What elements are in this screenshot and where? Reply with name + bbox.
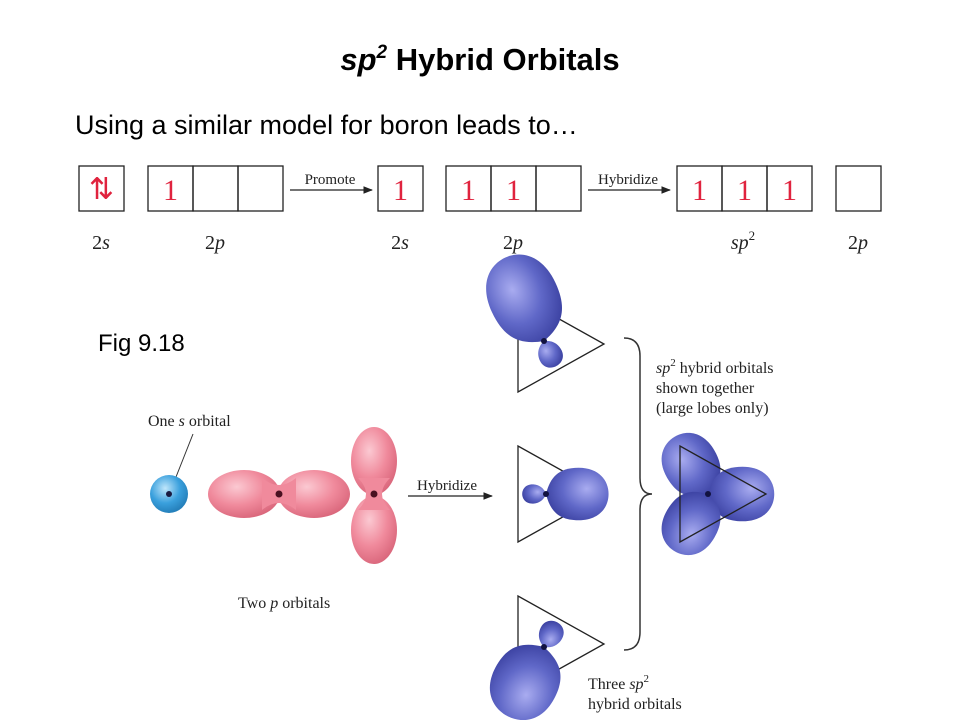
p-orbital-horizontal (208, 470, 350, 518)
electron-single: 1 (692, 174, 707, 207)
label-2s-promoted: 2s (391, 232, 409, 254)
promote-label: Promote (305, 172, 356, 188)
fig-label: Fig 9.18 (98, 330, 185, 357)
title-superscript: 2 (376, 42, 388, 63)
box-2s-promoted (377, 165, 424, 212)
label-2s-ground: 2s (92, 232, 110, 254)
box-2s-ground (78, 165, 125, 212)
electron-pair: ⇅ (89, 173, 114, 206)
three-sp2-label: Three sp2 hybrid orbitals (588, 669, 682, 713)
orbital-box-diagram: ⇅ 1 Promote 1 1 1 Hybridize 1 1 1 2s 2p (78, 165, 882, 254)
electron-single: 1 (782, 174, 797, 207)
shown-together-label: sp2 hybrid orbitals shown together (larg… (656, 357, 778, 417)
hybridize-label-top: Hybridize (598, 172, 658, 188)
box-2p-ground-2 (192, 165, 239, 212)
one-s-label: One s orbital (148, 413, 231, 430)
hybrid-orbital-2 (517, 444, 609, 544)
curly-brace (623, 337, 653, 651)
two-p-label: Two p orbitals (238, 595, 330, 612)
label-sp2: sp2 (731, 228, 755, 254)
electron-single: 1 (393, 174, 408, 207)
hybrid-orbital-1 (473, 242, 606, 394)
hybridize-label-figure: Hybridize (417, 478, 477, 494)
box-2p-ground-3 (237, 165, 284, 212)
p-orbital-vertical (351, 427, 397, 564)
one-s-leader (175, 433, 194, 478)
label-2p-promoted: 2p (503, 232, 523, 254)
box-2p-promoted-3 (535, 165, 582, 212)
box-2p-empty (835, 165, 882, 212)
subtitle: Using a similar model for boron leads to… (75, 110, 578, 140)
electron-single: 1 (461, 174, 476, 207)
label-2p-ground: 2p (205, 232, 225, 254)
slide-title: sp2 Hybrid Orbitals (0, 42, 960, 78)
box-sp2-3 (766, 165, 813, 212)
label-2p-empty: 2p (848, 232, 868, 254)
combined-hybrid-orbitals (651, 422, 775, 566)
electron-single: 1 (506, 174, 521, 207)
electron-single: 1 (163, 174, 178, 207)
title-sp: sp (340, 42, 377, 77)
s-nucleus (166, 491, 172, 497)
title-text: Hybrid Orbitals (387, 42, 620, 77)
electron-single: 1 (737, 174, 752, 207)
hybrid-orbital-3 (477, 594, 606, 720)
